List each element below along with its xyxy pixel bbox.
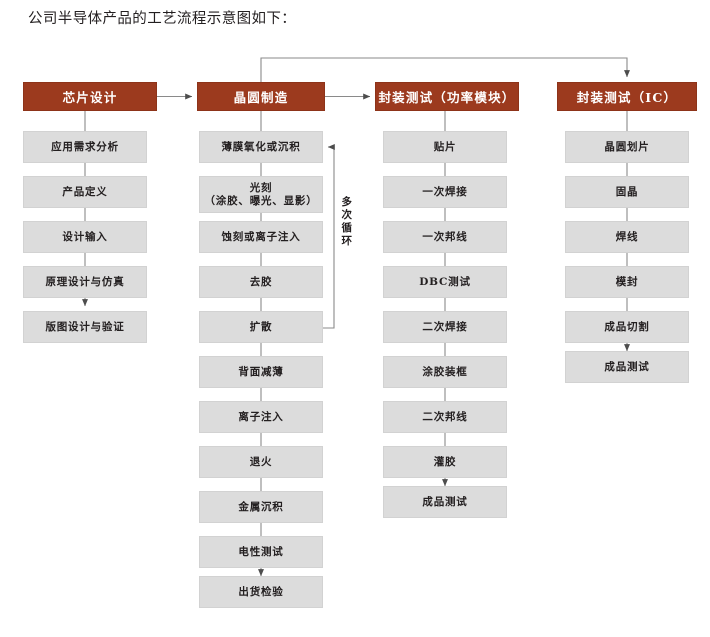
step-box[interactable]: 版图设计与验证 [23, 311, 147, 343]
step-box[interactable]: 电性测试 [199, 536, 323, 568]
step-box[interactable]: DBC测试 [383, 266, 507, 298]
step-box[interactable]: 晶圆划片 [565, 131, 689, 163]
step-box[interactable]: 金属沉积 [199, 491, 323, 523]
step-box[interactable]: 出货检验 [199, 576, 323, 608]
step-box[interactable]: 退火 [199, 446, 323, 478]
step-box[interactable]: 固晶 [565, 176, 689, 208]
stage-header-wafer-manufacturing[interactable]: 晶圆制造 [197, 82, 325, 111]
step-box[interactable]: 扩散 [199, 311, 323, 343]
step-box[interactable]: 成品测试 [565, 351, 689, 383]
step-box[interactable]: 二次焊接 [383, 311, 507, 343]
stage-header-chip-design[interactable]: 芯片设计 [23, 82, 157, 111]
step-box[interactable]: 去胶 [199, 266, 323, 298]
step-box[interactable]: 涂胶装框 [383, 356, 507, 388]
page-title: 公司半导体产品的工艺流程示意图如下： [28, 11, 297, 27]
loop-label-multi-cycle: 多 次 循 环 [341, 196, 353, 247]
step-box[interactable]: 薄膜氧化或沉积 [199, 131, 323, 163]
stage-header-package-test-power-module[interactable]: 封装测试（功率模块） [375, 82, 519, 111]
step-box[interactable]: 原理设计与仿真 [23, 266, 147, 298]
step-box[interactable]: 光刻 （涂胶、曝光、显影） [199, 176, 323, 213]
step-line-1: 光刻 [249, 181, 273, 194]
step-box[interactable]: 背面减薄 [199, 356, 323, 388]
step-box[interactable]: 模封 [565, 266, 689, 298]
step-box[interactable]: 蚀刻或离子注入 [199, 221, 323, 253]
step-box[interactable]: 产品定义 [23, 176, 147, 208]
stage-header-package-test-ic[interactable]: 封装测试（IC） [557, 82, 697, 111]
step-box[interactable]: 二次邦线 [383, 401, 507, 433]
step-box[interactable]: 应用需求分析 [23, 131, 147, 163]
step-box[interactable]: 成品测试 [383, 486, 507, 518]
step-box[interactable]: 焊线 [565, 221, 689, 253]
step-box[interactable]: 一次邦线 [383, 221, 507, 253]
step-line-2: （涂胶、曝光、显影） [204, 194, 318, 207]
step-box[interactable]: 离子注入 [199, 401, 323, 433]
step-box[interactable]: 一次焊接 [383, 176, 507, 208]
step-box[interactable]: 贴片 [383, 131, 507, 163]
step-box[interactable]: 成品切割 [565, 311, 689, 343]
step-box[interactable]: 灌胶 [383, 446, 507, 478]
step-box[interactable]: 设计输入 [23, 221, 147, 253]
